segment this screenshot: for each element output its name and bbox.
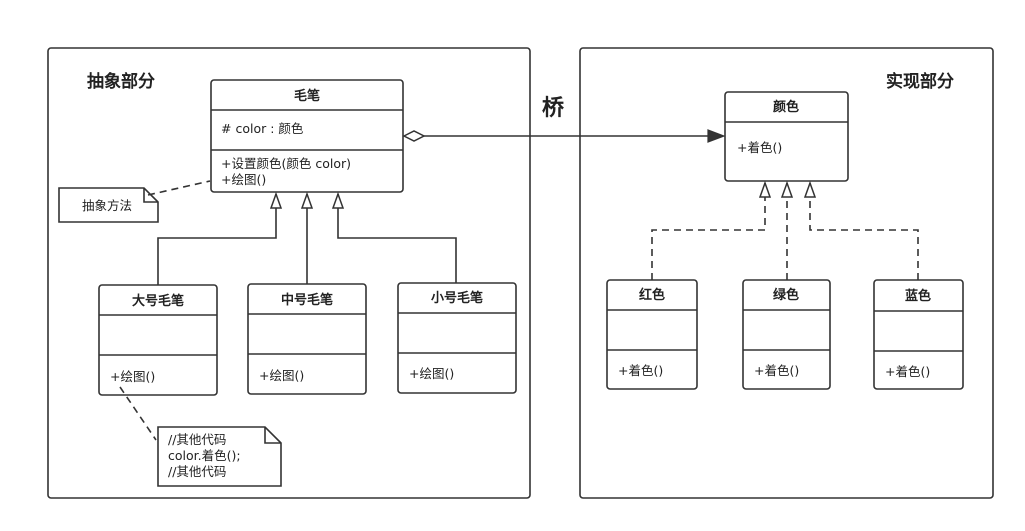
inherit-large-brush-arrow [269, 191, 283, 209]
note-code-line-1: //其他代码 [168, 432, 226, 447]
bridge-label: 桥 [542, 95, 564, 121]
note-code-line-3: //其他代码 [168, 464, 226, 479]
class-medium-brush-method: +绘图() [259, 368, 304, 383]
association-arrowhead [707, 129, 726, 143]
class-green-method: +着色() [754, 363, 799, 378]
class-brush-name: 毛笔 [294, 88, 320, 104]
class-brush-attribute: # color : 颜色 [221, 121, 304, 136]
note-abstract-method-link [147, 180, 211, 196]
class-blue-name: 蓝色 [905, 288, 931, 304]
class-blue-method: +着色() [885, 364, 930, 379]
class-green: 绿色 +着色() [742, 279, 831, 390]
note-abstract-method-text: 抽象方法 [82, 198, 132, 213]
realize-green-arrow [780, 180, 794, 198]
aggregation-diamond [402, 130, 426, 142]
class-medium-brush: 中号毛笔 +绘图() [247, 283, 367, 395]
inherit-medium-brush-arrow [300, 191, 314, 209]
note-abstract-method: 抽象方法 [58, 187, 159, 223]
class-color-name: 颜色 [773, 99, 799, 115]
realize-red-arrow [758, 180, 772, 198]
realize-blue-arrow [803, 180, 817, 198]
class-small-brush: 小号毛笔 +绘图() [397, 282, 517, 394]
class-color-method: +着色() [737, 140, 782, 155]
abstraction-region-title: 抽象部分 [87, 71, 155, 92]
class-large-brush: 大号毛笔 +绘图() [98, 284, 218, 396]
inherit-small-brush-arrow [331, 191, 345, 209]
class-brush-method-draw: +绘图() [221, 172, 266, 187]
note-code: //其他代码 color.着色(); //其他代码 [157, 426, 282, 487]
implementation-region-title: 实现部分 [886, 71, 954, 92]
class-brush: 毛笔 # color : 颜色 +设置颜色(颜色 color) +绘图() [210, 79, 404, 193]
class-large-brush-method: +绘图() [110, 369, 155, 384]
class-small-brush-method: +绘图() [409, 366, 454, 381]
class-small-brush-name: 小号毛笔 [431, 290, 483, 306]
class-blue: 蓝色 +着色() [873, 279, 964, 390]
note-code-link [119, 386, 157, 441]
note-code-line-2: color.着色(); [168, 448, 241, 463]
class-red-method: +着色() [618, 363, 663, 378]
class-red-name: 红色 [639, 287, 665, 303]
inherit-small-brush [337, 194, 457, 283]
inherit-large-brush [157, 194, 277, 285]
class-medium-brush-name: 中号毛笔 [281, 292, 333, 308]
realize-blue [809, 183, 919, 280]
class-brush-method-set-color: +设置颜色(颜色 color) [221, 156, 351, 171]
class-large-brush-name: 大号毛笔 [132, 293, 184, 309]
class-color: 颜色 +着色() [724, 91, 849, 182]
class-green-name: 绿色 [773, 287, 799, 303]
realize-red [651, 183, 766, 280]
class-red: 红色 +着色() [606, 279, 698, 390]
